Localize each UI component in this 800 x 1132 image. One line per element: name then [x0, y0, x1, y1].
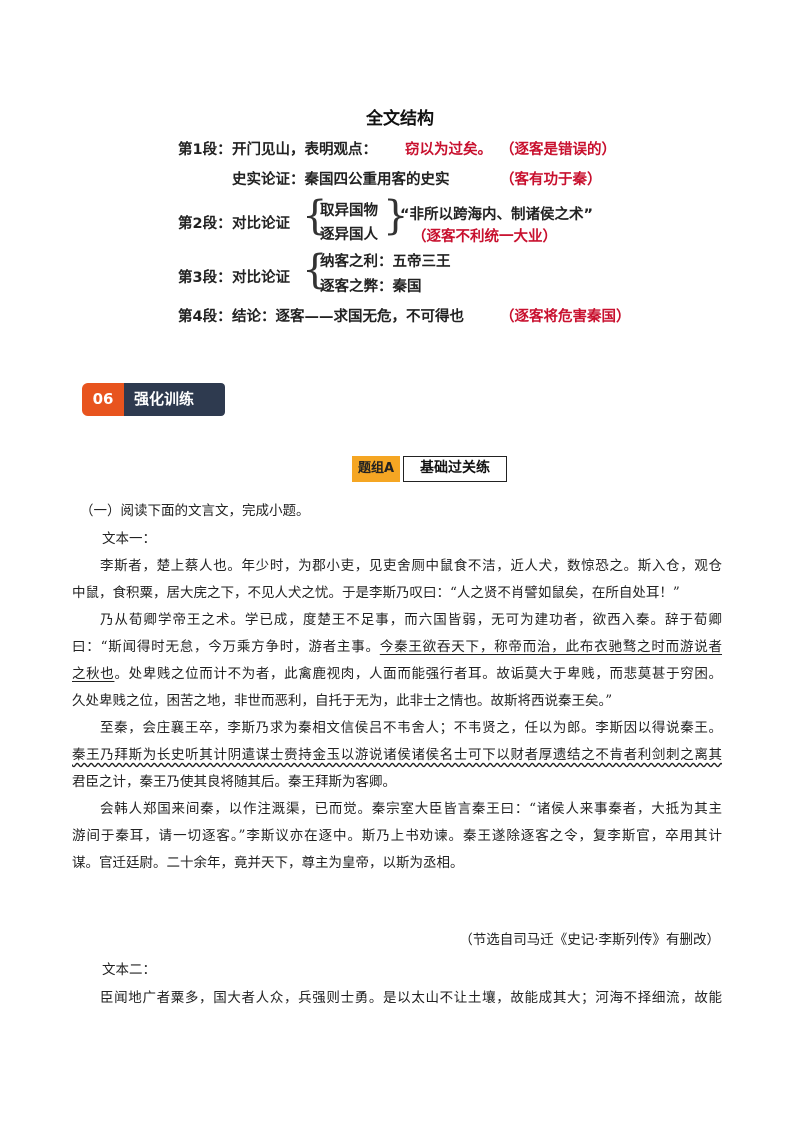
p4-text: 结论：逐客——求国无危，不可得也 — [232, 309, 464, 325]
text-line: 曰：“斯闻得时无怠，今万乘方争时，游者主事。今秦王欲吞天下，称帝而治，此布衣驰骛… — [72, 639, 723, 655]
text2-body: 臣闻地广者粟多，国大者人众，兵强则士勇。是以太山不让土壤，故能成其大；河海不择细… — [72, 985, 722, 1012]
text-line: 之秋也。处卑贱之位而计不为者，此禽鹿视肉，人面而能强行者耳。故诟莫大于卑贱，而悲… — [72, 666, 723, 682]
text2-label: 文本二： — [102, 962, 156, 978]
p2-item1: 取异国物 — [320, 203, 378, 219]
text-line: 谋。官迁廷尉。二十余年，竟并天下，尊主为皇帝，以斯为丞相。 — [72, 855, 464, 871]
group-tag: 题组A — [352, 456, 400, 482]
brace-icon: { — [302, 247, 328, 293]
group-label: 基础过关练 — [403, 456, 507, 482]
p2-text: 对比论证 — [232, 216, 290, 232]
text-line: 久处卑贱之位，困苦之地，非世而恶利，自托于无为，此非士之情也。故斯将西说秦王矣。… — [72, 693, 613, 709]
p2-quote: “非所以跨海内、制诸侯之术” — [400, 207, 594, 223]
text1-label: 文本一： — [102, 531, 156, 547]
p2-item2: 逐异国人 — [320, 227, 378, 243]
p1-note: （逐客是错误的） — [500, 142, 616, 158]
text-line: 臣闻地广者粟多，国大者人众，兵强则士勇。是以太山不让土壤，故能成其大；河海不择细… — [100, 990, 722, 1006]
text1-body: 李斯者，楚上蔡人也。年少时，为郡小吏，见吏舍厕中鼠食不洁，近人犬，数惊恐之。斯入… — [72, 553, 722, 877]
p3-item2: 逐客之弊：秦国 — [320, 279, 422, 295]
source-citation: （节选自司马迁《史记·李斯列传》有删改） — [459, 932, 720, 948]
p3-label: 第3段： — [178, 270, 232, 286]
p3-item1: 纳客之利：五帝三王 — [320, 254, 451, 270]
page-title: 全文结构 — [366, 109, 434, 129]
p1b-text: 史实论证：秦国四公重用客的史实 — [232, 172, 450, 188]
section-number: 06 — [82, 383, 124, 416]
text-line: 李斯者，楚上蔡人也。年少时，为郡小吏，见吏舍厕中鼠食不洁，近人犬，数惊恐之。斯入… — [100, 558, 722, 574]
p4-note: （逐客将危害秦国） — [500, 309, 631, 325]
brace-icon: } — [383, 193, 409, 239]
text-line: 乃从荀卿学帝王之术。学已成，度楚王不足事，而六国皆弱，无可为建功者，欲西入秦。辞… — [100, 612, 722, 628]
section-label: 强化训练 — [124, 383, 225, 416]
p2-label: 第2段： — [178, 216, 232, 232]
p3-text: 对比论证 — [232, 270, 290, 286]
question-intro: （一）阅读下面的文言文，完成小题。 — [80, 503, 310, 519]
text-line: 会韩人郑国来间秦，以作注溉渠，已而觉。秦宗室大臣皆言秦王曰：“诸侯人来事秦者，大… — [100, 801, 722, 817]
text-line: 至秦，会庄襄王卒，李斯乃求为秦相文信侯吕不韦舍人；不韦贤之，任以为郎。李斯因以得… — [100, 720, 722, 736]
text-line-underlined: 秦王乃拜斯为长史听其计阴遣谋士赍持金玉以游说诸侯诸侯名士可下以财者厚遗结之不肯者… — [72, 747, 722, 763]
p4-label: 第4段： — [178, 309, 232, 325]
text-line: 游间于秦耳，请一切逐客。”李斯议亦在逐中。斯乃上书劝谏。秦王遂除逐客之令，复李斯… — [72, 828, 722, 844]
brace-icon: { — [302, 193, 328, 239]
section-banner: 06 强化训练 — [82, 383, 225, 416]
text-line: 君臣之计，秦王乃使其良将随其后。秦王拜斯为客卿。 — [72, 774, 396, 790]
p1b-note: （客有功于秦） — [500, 172, 602, 188]
text-line: 中鼠，食积粟，居大庑之下，不见人犬之忧。于是李斯乃叹曰：“人之贤不肖譬如鼠矣，在… — [72, 585, 680, 601]
p1-label: 第1段： — [178, 142, 232, 158]
p1-point: 窃以为过矣。 — [405, 142, 492, 158]
p1-text: 开门见山，表明观点： — [232, 142, 377, 158]
structure-outline: 第1段： 开门见山，表明观点： 窃以为过矣。 （逐客是错误的） 史实论证：秦国四… — [0, 0, 800, 340]
p2-note: （逐客不利统一大业） — [412, 229, 557, 245]
